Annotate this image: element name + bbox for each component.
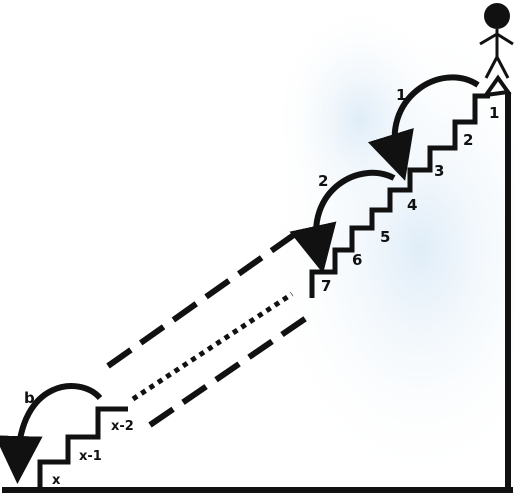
step-label-x-1: x-1 bbox=[79, 449, 102, 464]
step-label-4: 4 bbox=[407, 196, 417, 214]
step-label-x-2: x-2 bbox=[111, 419, 134, 434]
jump-label-1: 1 bbox=[396, 86, 406, 104]
step-label-7: 7 bbox=[321, 277, 331, 295]
jump-label-2: 2 bbox=[318, 172, 328, 190]
step-label-5: 5 bbox=[380, 228, 390, 246]
step-label-2: 2 bbox=[463, 131, 473, 149]
step-label-x: x bbox=[52, 473, 61, 488]
jump-label-b: b bbox=[24, 389, 35, 407]
step-label-1: 1 bbox=[489, 104, 499, 122]
step-label-3: 3 bbox=[434, 162, 444, 180]
step-label-6: 6 bbox=[352, 251, 362, 269]
